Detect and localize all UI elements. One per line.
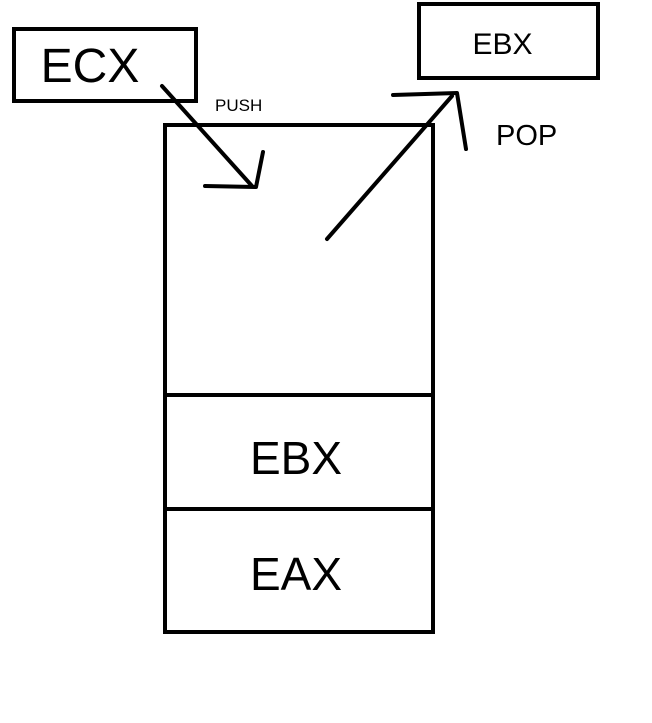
push-arrow-head (203, 150, 265, 189)
push-arrow-shaft (160, 84, 254, 188)
stack-slot-eax-label: EAX (249, 548, 343, 600)
ebx-register-label: EBX (472, 28, 533, 61)
pop-arrow (325, 91, 468, 241)
stack-divider-lower (167, 507, 434, 511)
stack-slot-ebx-label: EBX (249, 432, 343, 484)
push-arrow (160, 84, 265, 189)
pop-label: POP (496, 120, 558, 152)
push-label: PUSH (215, 96, 263, 115)
stack-divider-upper (167, 393, 434, 397)
pop-arrow-head (391, 91, 468, 151)
pop-arrow-shaft (325, 94, 454, 241)
stack-container: EBX EAX (163, 123, 435, 634)
ecx-register-label: ECX (40, 40, 140, 93)
ecx-register-box: ECX (12, 27, 198, 103)
ebx-register-box: EBX (417, 2, 600, 80)
